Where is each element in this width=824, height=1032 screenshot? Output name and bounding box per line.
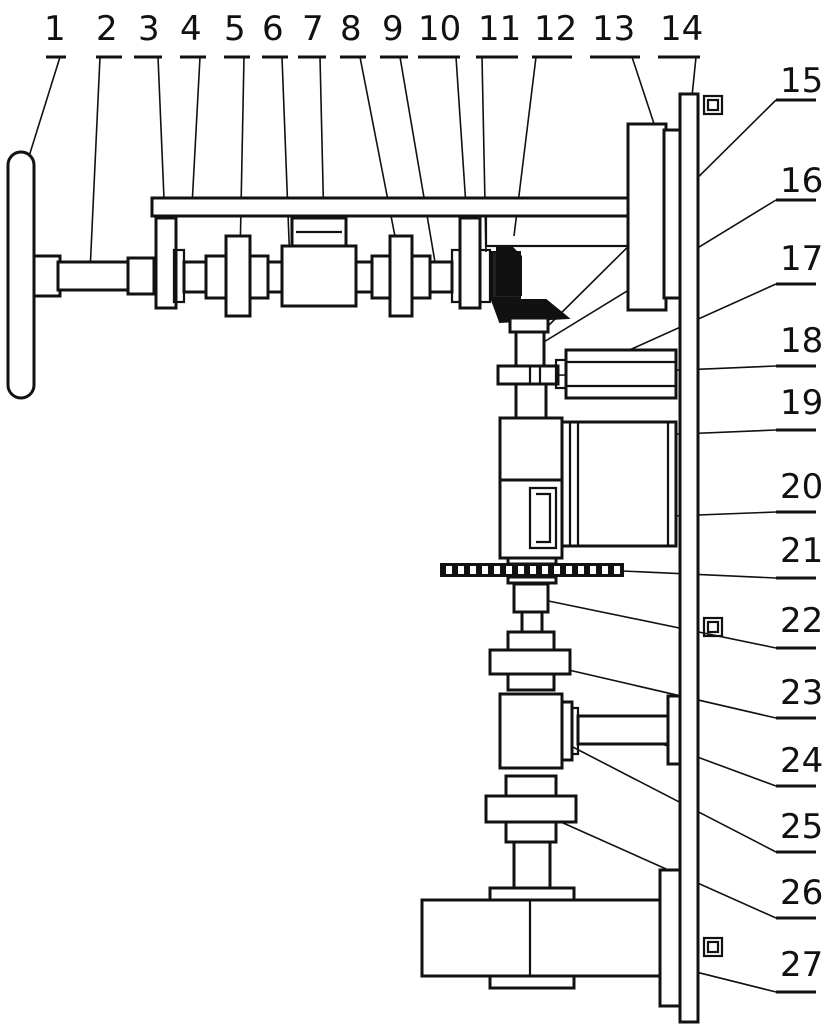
callout-label-7: 7 xyxy=(302,9,324,49)
callout-label-4: 4 xyxy=(180,9,202,49)
callout-label-22: 22 xyxy=(780,601,823,641)
coupling-26 xyxy=(486,776,576,888)
callout-label-5: 5 xyxy=(224,9,246,49)
vertical-shaft-16 xyxy=(516,332,544,366)
input-shaft xyxy=(58,258,154,294)
callout-label-3: 3 xyxy=(138,9,160,49)
top-callout-labels: 1 2 3 4 5 6 7 8 9 10 11 12 13 14 xyxy=(44,9,703,49)
callout-label-11: 11 xyxy=(478,9,521,49)
callout-label-15: 15 xyxy=(780,61,823,101)
coupling-23 xyxy=(490,632,570,690)
callout-label-23: 23 xyxy=(780,673,823,713)
callout-label-14: 14 xyxy=(660,9,703,49)
callout-label-20: 20 xyxy=(780,467,823,507)
housing-20 xyxy=(500,480,562,558)
callout-label-1: 1 xyxy=(44,9,66,49)
callout-label-2: 2 xyxy=(96,9,118,49)
callout-label-17: 17 xyxy=(780,239,823,279)
housing-19 xyxy=(500,418,562,480)
bevel-gear-pair xyxy=(492,246,568,332)
shaft-segment xyxy=(516,384,546,418)
spur-gear-21 xyxy=(440,558,624,583)
callout-label-10: 10 xyxy=(418,9,461,49)
coupling-5 xyxy=(184,236,282,316)
callout-label-13: 13 xyxy=(592,9,635,49)
callout-label-8: 8 xyxy=(340,9,362,49)
motor-17 xyxy=(556,350,676,398)
motor-27 xyxy=(422,870,680,1006)
callout-label-24: 24 xyxy=(780,741,823,781)
coupling-8 xyxy=(356,236,430,316)
callout-label-21: 21 xyxy=(780,531,823,571)
clamp-18 xyxy=(498,366,558,384)
handwheel xyxy=(8,152,60,398)
callout-label-18: 18 xyxy=(780,321,823,361)
side-mount-block xyxy=(562,422,676,546)
bracket-24 xyxy=(578,696,680,764)
vertical-frame-plate xyxy=(680,94,722,1022)
callout-label-25: 25 xyxy=(780,807,823,847)
callout-label-6: 6 xyxy=(262,9,284,49)
callout-label-16: 16 xyxy=(780,161,823,201)
callout-label-27: 27 xyxy=(780,945,823,985)
top-leader-lines xyxy=(26,57,696,272)
lower-shaft-22 xyxy=(514,584,548,632)
callout-label-9: 9 xyxy=(382,9,404,49)
callout-label-26: 26 xyxy=(780,873,823,913)
callout-label-12: 12 xyxy=(534,9,577,49)
gearbox-6-7 xyxy=(282,218,356,306)
callout-label-19: 19 xyxy=(780,383,823,423)
bearing-support-10 xyxy=(452,218,490,308)
bearing-block-25 xyxy=(500,694,578,768)
shaft-9 xyxy=(430,262,452,292)
bearing-support-3 xyxy=(156,218,184,308)
